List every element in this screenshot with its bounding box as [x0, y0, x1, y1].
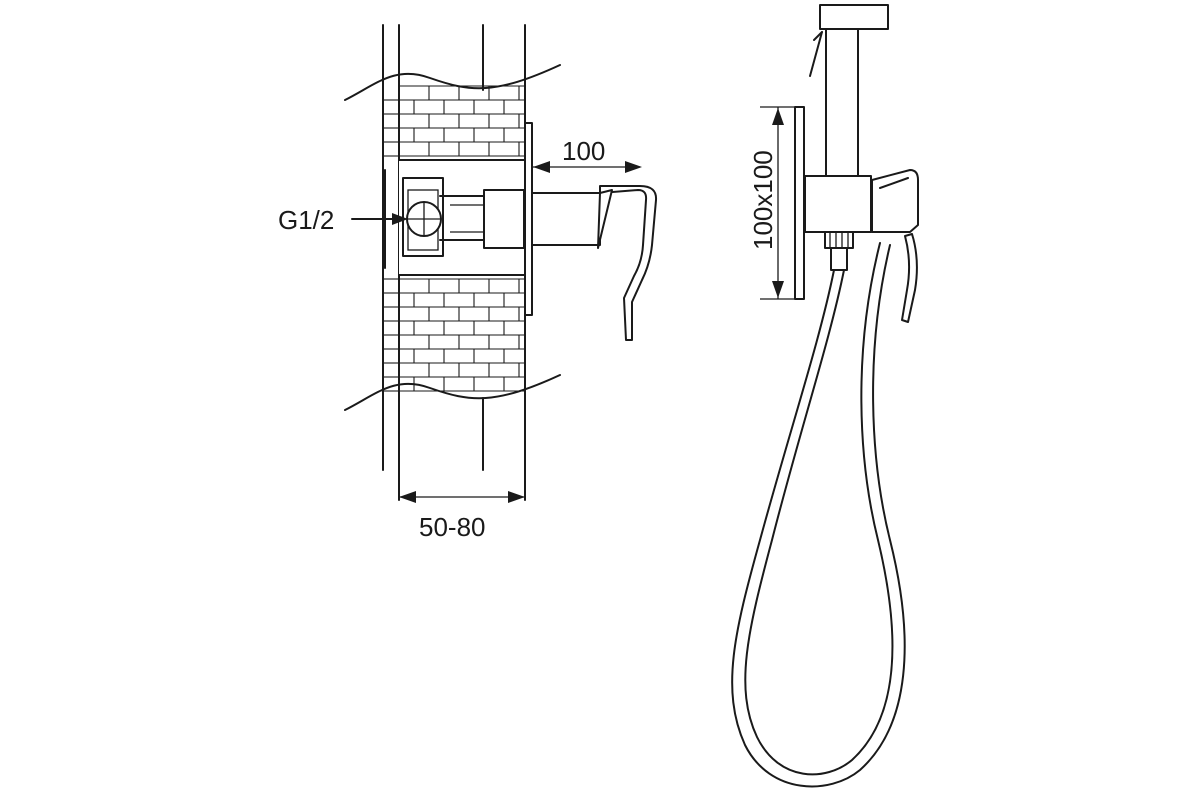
front-elevation-view: 100x100: [731, 4, 919, 788]
connection-label: G1/2: [278, 205, 334, 235]
brick-hatch-upper: [383, 85, 525, 157]
arrow-up-icon: [772, 108, 784, 125]
plate-size-dimension: 100x100: [748, 106, 800, 300]
projection-label: 100: [562, 136, 605, 166]
arrow-right-icon: [625, 161, 642, 173]
wall-break-lines: [344, 64, 561, 411]
cartridge-spindle: [483, 189, 601, 249]
hose-connector: [824, 231, 854, 271]
mixer-body-front: [804, 169, 919, 323]
mounting-plate: [524, 122, 533, 316]
shower-holder: [809, 4, 889, 178]
brick-hatch-lower: [383, 278, 525, 392]
concealed-valve-body: [402, 177, 485, 257]
projection-dimension: 100: [533, 136, 642, 173]
lever-handle-side: [597, 185, 658, 341]
arrow-left-icon: [399, 491, 416, 503]
connection-annotation: G1/2: [278, 205, 408, 235]
arrow-head-icon: [392, 213, 408, 225]
shower-hose: [731, 242, 906, 788]
wall-plate-front: [794, 106, 805, 300]
arrow-down-icon: [772, 281, 784, 298]
arrow-left-icon: [533, 161, 550, 173]
wall-depth-dimension: 50-80: [399, 491, 525, 542]
side-section-view: G1/2 100 50-80: [278, 24, 658, 542]
arrow-right-icon: [508, 491, 525, 503]
wall-depth-label: 50-80: [419, 512, 486, 542]
plate-size-label: 100x100: [748, 150, 778, 250]
